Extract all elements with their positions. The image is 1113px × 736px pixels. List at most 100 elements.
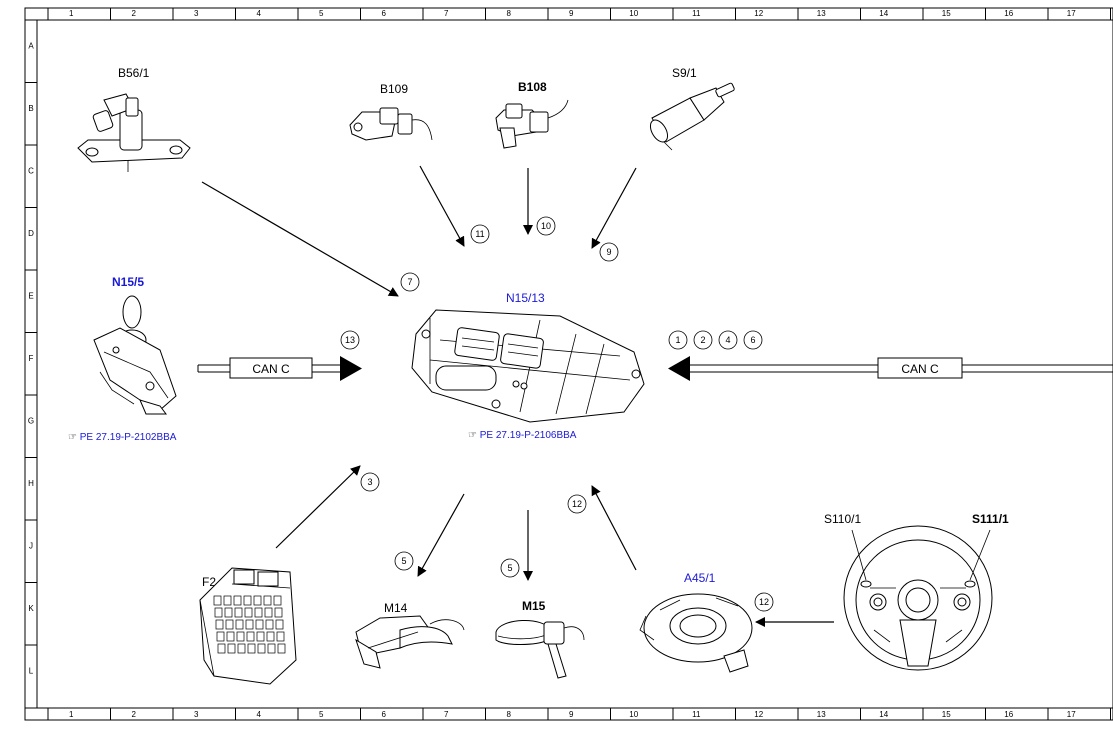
component-b108[interactable]: B108 [495,80,569,149]
component-n15-5[interactable]: N15/5 ☞ PE 27.19-P-2102BBA [68,275,177,443]
column-label: 9 [569,9,574,18]
fuse-icon [236,631,245,642]
component-steering-wheel[interactable]: S110/1 S111/1 [824,512,1009,671]
signal-circle: 12 [754,592,774,612]
signal-circle: 1 [668,330,688,350]
column-label: 12 [754,9,763,18]
column-label: 6 [382,710,387,719]
can-bus-right[interactable]: CAN C [668,356,1113,381]
fuse-icon [225,619,234,630]
column-label: 11 [692,9,701,18]
fuse-icon [237,643,246,654]
fuse-icon [246,631,255,642]
svg-text:12: 12 [759,597,769,607]
fuse-icon [267,643,276,654]
fuse-icon [243,595,252,606]
fuse-icon [227,643,236,654]
column-label: 1 [69,710,74,719]
f2-label: F2 [202,575,216,589]
component-m15[interactable]: M15 [495,599,585,679]
signal-circle: 6 [743,330,763,350]
can-bus-left[interactable]: CAN C [197,356,362,381]
row-label: J [29,541,33,550]
reference-icon: ☞ [468,430,480,441]
column-label: 4 [257,9,262,18]
column-label: 9 [569,710,574,719]
column-label: 10 [629,710,638,719]
component-b109[interactable]: B109 [349,82,433,141]
column-label: 5 [319,710,324,719]
signal-circle: 5 [500,558,520,578]
column-label: 12 [754,710,763,719]
a45-1-label: A45/1 [684,571,716,585]
column-label: 16 [1004,9,1013,18]
fuse-icon [234,607,243,618]
column-label: 6 [382,9,387,18]
column-label: 14 [879,710,888,719]
fuse-icon [265,619,274,630]
b108-label: B108 [518,80,547,94]
svg-text:2: 2 [700,335,705,345]
a45-1-clock-spring-icon [639,593,753,673]
column-label: 2 [132,710,137,719]
component-n15-13[interactable]: N15/13 ☞ PE 27.19-P-2106BBA [411,291,645,441]
row-label: B [28,104,33,113]
column-label: 17 [1067,9,1076,18]
column-label: 8 [507,710,512,719]
column-label: 3 [194,9,199,18]
component-m14[interactable]: M14 [355,601,465,669]
column-label: 15 [942,9,951,18]
fuse-icon [245,619,254,630]
row-label: K [28,604,34,613]
component-s9-1[interactable]: S9/1 [647,66,735,151]
fuse-icon [235,619,244,630]
column-ticks [47,8,1111,720]
fuse-icon [213,595,222,606]
steering-wheel-icon [843,525,993,671]
m14-label: M14 [384,601,408,615]
column-label: 4 [257,710,262,719]
column-label: 1 [69,9,74,18]
arrow-b109-to-n15-13 [419,165,465,247]
fuse-icon [247,643,256,654]
signal-circle: 2 [693,330,713,350]
fuse-icon [277,643,286,654]
can-bus-left-label: CAN C [252,362,290,376]
component-a45-1[interactable]: A45/1 [639,571,753,673]
fuse-icon [223,595,232,606]
svg-text:12: 12 [572,499,582,509]
column-label: 7 [444,9,449,18]
fuse-icon [224,607,233,618]
fuse-icon [244,607,253,618]
diagram-frame [24,7,1113,721]
arrow-a45-1-to-n15-13 [591,485,637,571]
s9-1-switch-icon [649,82,735,151]
m15-motor-icon [495,619,585,679]
component-b56-1[interactable]: B56/1 [77,66,191,172]
s9-1-label: S9/1 [672,66,697,80]
arrow-s9-1-to-n15-13 [591,167,637,249]
signal-circle: 12 [567,494,587,514]
svg-text:9: 9 [606,247,611,257]
column-label: 15 [942,710,951,719]
b108-sensor-icon [495,99,569,149]
column-label: 5 [319,9,324,18]
fuse-icon [253,595,262,606]
n15-13-reference-text: PE 27.19-P-2106BBA [480,430,577,441]
column-label: 14 [879,9,888,18]
fuse-icon [217,643,226,654]
row-label: D [28,229,34,238]
n15-5-reference: ☞ PE 27.19-P-2102BBA [68,432,177,443]
reference-icon: ☞ [68,432,80,443]
row-label: A [28,41,34,50]
s111-1-label: S111/1 [972,512,1009,526]
n15-13-label: N15/13 [506,291,545,305]
component-f2[interactable]: F2 [199,567,297,685]
row-label: G [28,416,34,425]
column-label: 10 [629,9,638,18]
svg-text:4: 4 [725,335,730,345]
signal-circle: 10 [536,216,556,236]
row-ticks [25,82,37,646]
fuse-icon [274,607,283,618]
